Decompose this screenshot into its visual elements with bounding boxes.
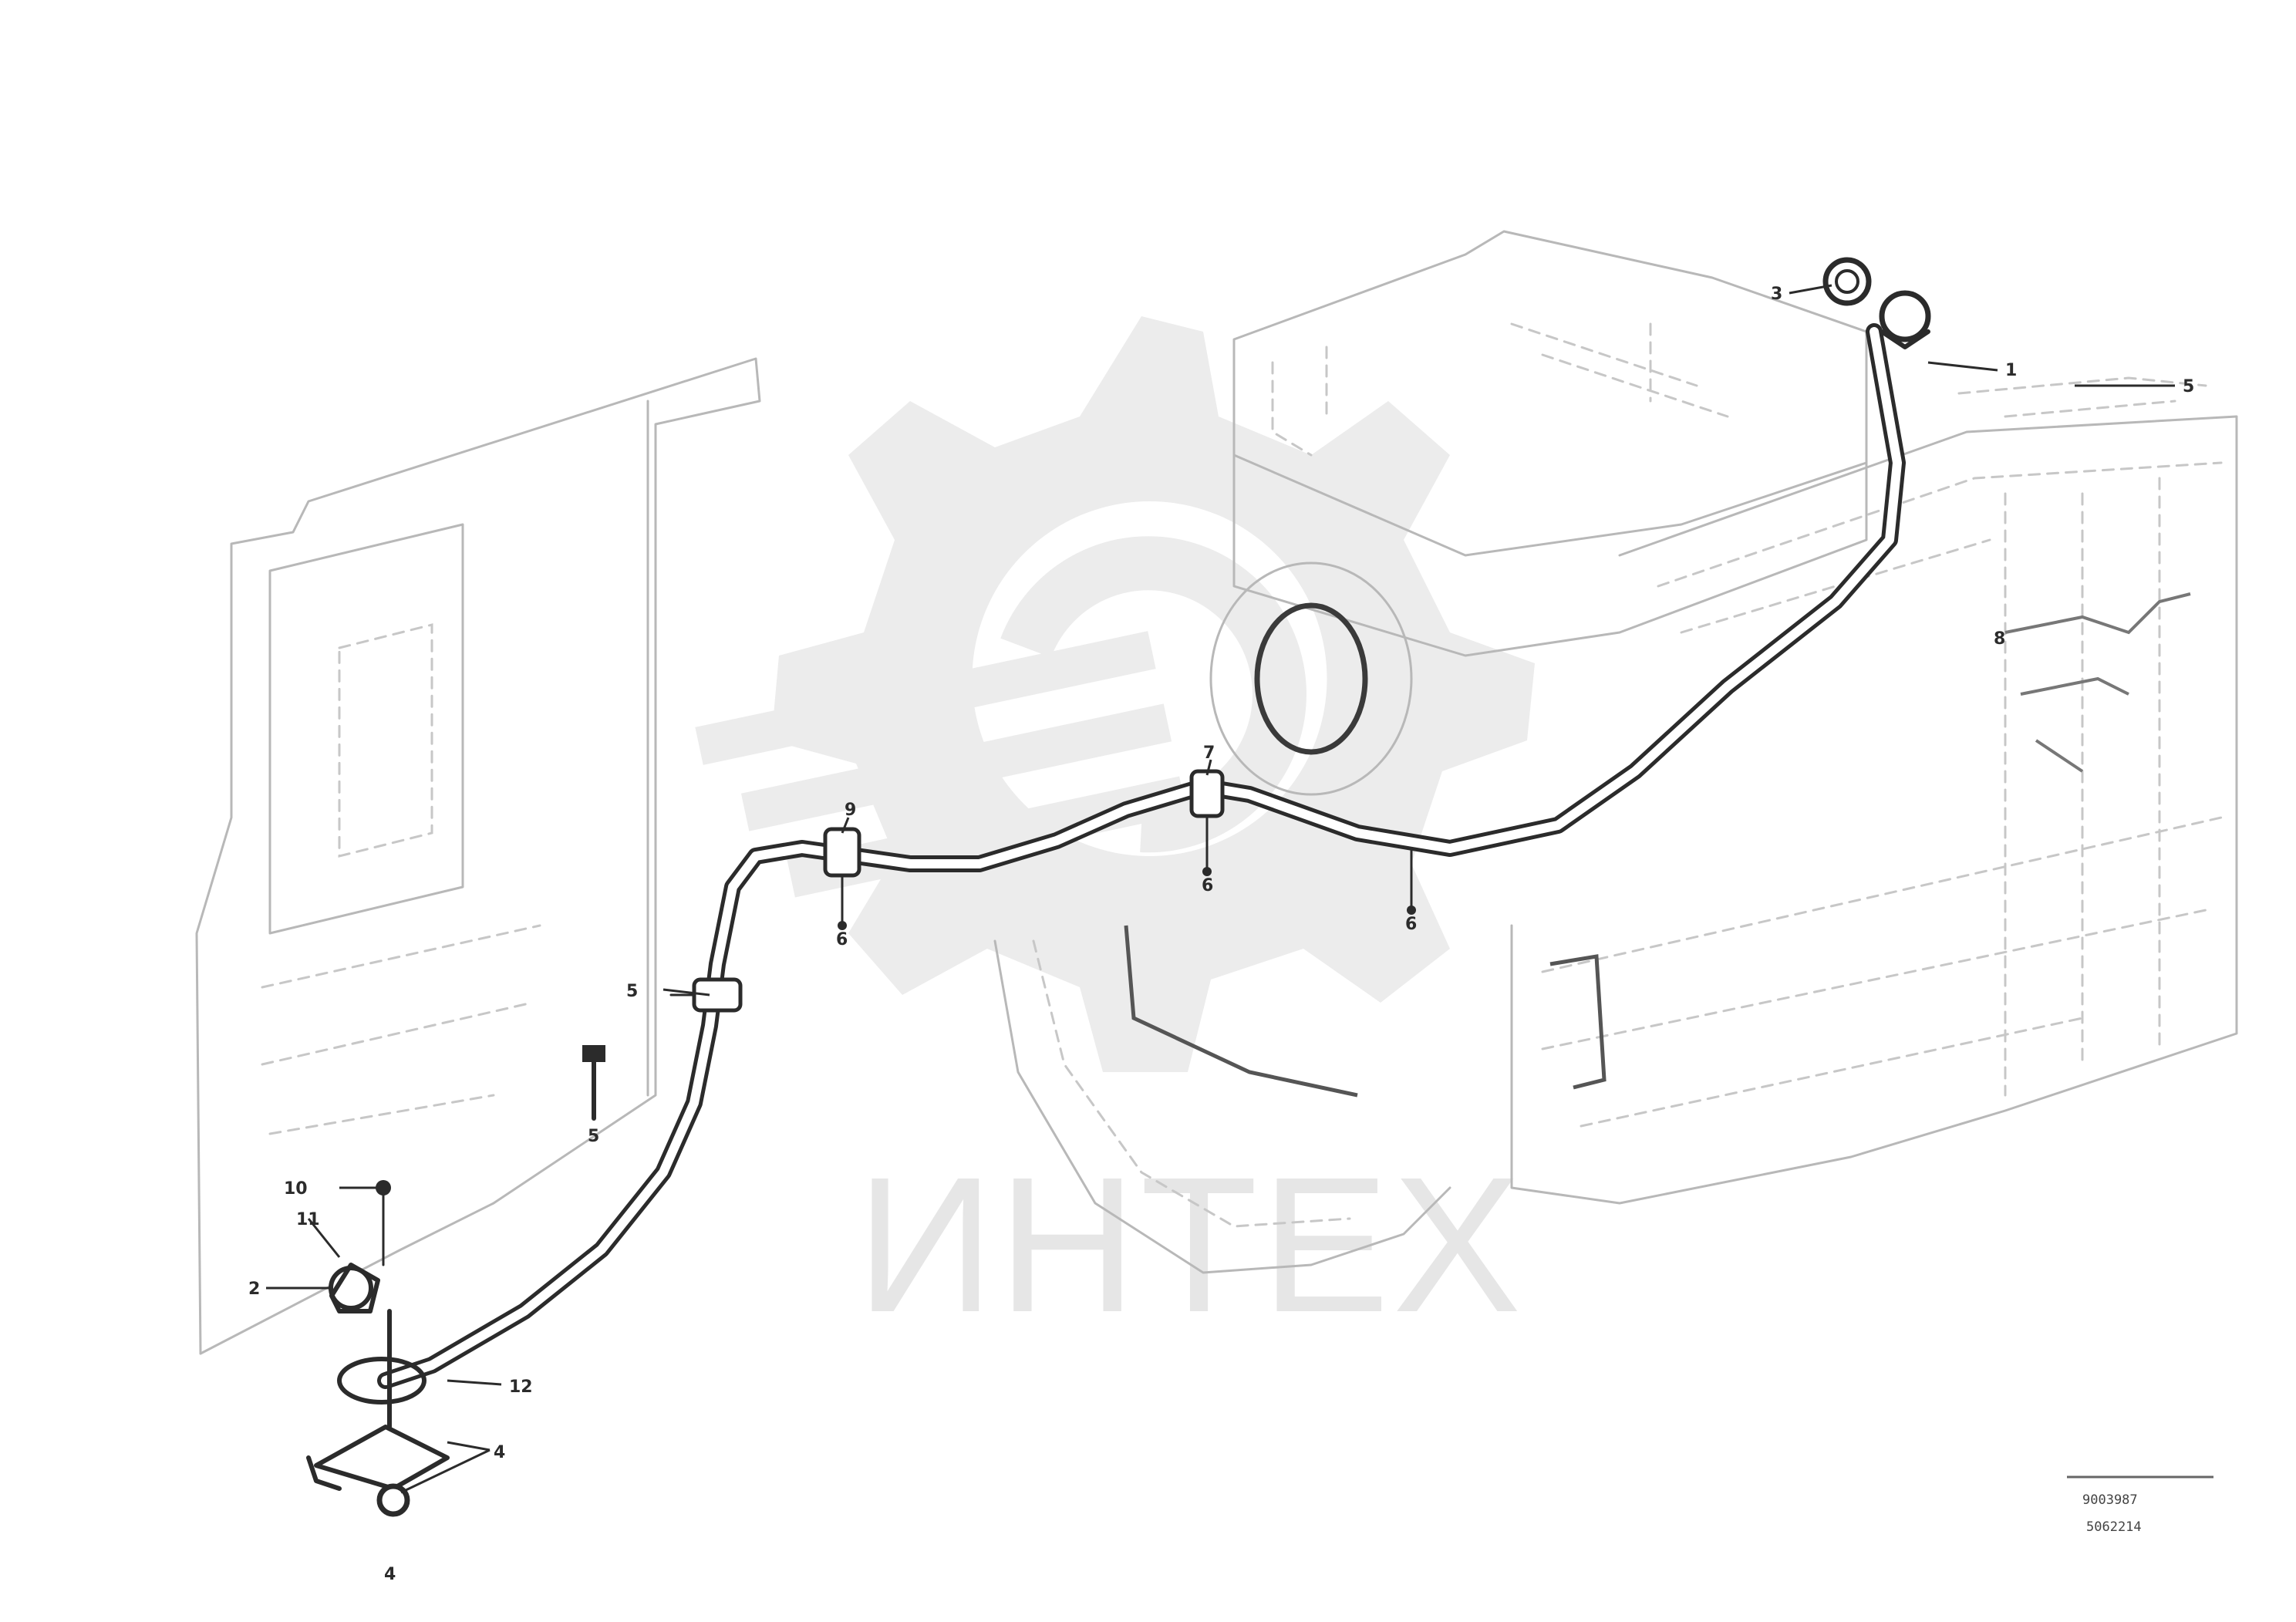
callout-label: 8 — [1994, 629, 2005, 649]
left-panel-inner — [338, 623, 433, 858]
engine-block-top — [1232, 230, 1868, 557]
engine-right-lower — [1541, 816, 2223, 1128]
mid-left-bolt-head — [582, 1045, 605, 1062]
callout-label: 6 — [1405, 915, 1417, 934]
callout-label: 2 — [248, 1280, 260, 1299]
hose-clamp-4 — [1407, 847, 1416, 915]
watermark-gear-inner-arc — [1000, 536, 1306, 853]
callout-label: 3 — [1771, 285, 1782, 304]
watermark-text: ИНТЕХ — [856, 1137, 1524, 1352]
bottom-hose-loop — [337, 1357, 426, 1404]
top-fitting-ring-inner — [1835, 269, 1859, 294]
right-small-pipe — [1549, 954, 1607, 1090]
engine-right-rails — [1657, 461, 2223, 1097]
bottom-bracket-lug — [306, 1455, 342, 1491]
bottom-bracket — [314, 1425, 450, 1491]
left-panel-lower — [261, 924, 541, 1135]
callout-label: 4 — [494, 1443, 505, 1462]
top-fitting-ring — [1822, 257, 1872, 306]
diagram-code-line-2: 5062214 — [2086, 1519, 2142, 1535]
right-fitting-cluster — [2004, 592, 2191, 773]
flywheel-housing — [1209, 561, 1413, 796]
callout-label: 5 — [588, 1127, 599, 1146]
callout-leaders — [266, 284, 2175, 1494]
callout-label: 7 — [1203, 744, 1215, 763]
watermark-gear-outer — [771, 316, 1535, 1072]
callout-label: 6 — [1202, 876, 1213, 895]
flywheel-flange — [1254, 602, 1368, 755]
callout-label: 6 — [836, 930, 848, 949]
callout-label: 10 — [284, 1179, 308, 1199]
callout-labels: 3 1 5 8 9 7 6 6 6 5 5 10 11 2 12 4 4 4 — [248, 285, 2194, 1584]
lower-bracket-pipe — [1124, 925, 1358, 1098]
engine-block-details — [1271, 322, 1729, 457]
callout-label: 11 — [296, 1210, 320, 1229]
callout-label: 12 — [509, 1378, 533, 1397]
hose-assembly — [306, 257, 1931, 1517]
callout-label: 5 — [626, 982, 638, 1001]
hose-clamp-2 — [1189, 769, 1225, 876]
left-panel-outline — [195, 357, 761, 1355]
machine-outline — [195, 230, 2238, 1355]
top-fitting-banjo — [1879, 290, 1931, 342]
diagram-code-block: 9003987 5062214 — [2067, 1475, 2213, 1535]
callout-label: 5 — [2183, 377, 2194, 396]
top-right-bracket — [1957, 376, 2207, 418]
bottom-fitting — [376, 1483, 410, 1517]
hose-clamp-1 — [823, 827, 861, 930]
bottom-stem-cap — [376, 1180, 391, 1195]
belly-pan — [993, 939, 1451, 1274]
callout-label: 9 — [845, 801, 856, 820]
engine-right-body — [1510, 415, 2238, 1205]
main-hose-core — [381, 327, 1902, 1385]
watermark-stripe-2 — [740, 703, 1172, 831]
hose-clamp-3 — [669, 977, 743, 1013]
diagram-code-line-1: 9003987 — [2082, 1492, 2138, 1508]
engine-block-face — [1232, 454, 1868, 657]
top-fitting-nut — [1880, 329, 1930, 349]
bottom-valve-body — [329, 1263, 380, 1313]
callout-label: 1 — [2005, 361, 2017, 380]
left-panel-frame — [268, 523, 464, 935]
belly-pan-rim — [1032, 939, 1351, 1228]
callout-label: 4 — [384, 1565, 396, 1584]
watermark-stripe-1 — [695, 631, 1156, 765]
